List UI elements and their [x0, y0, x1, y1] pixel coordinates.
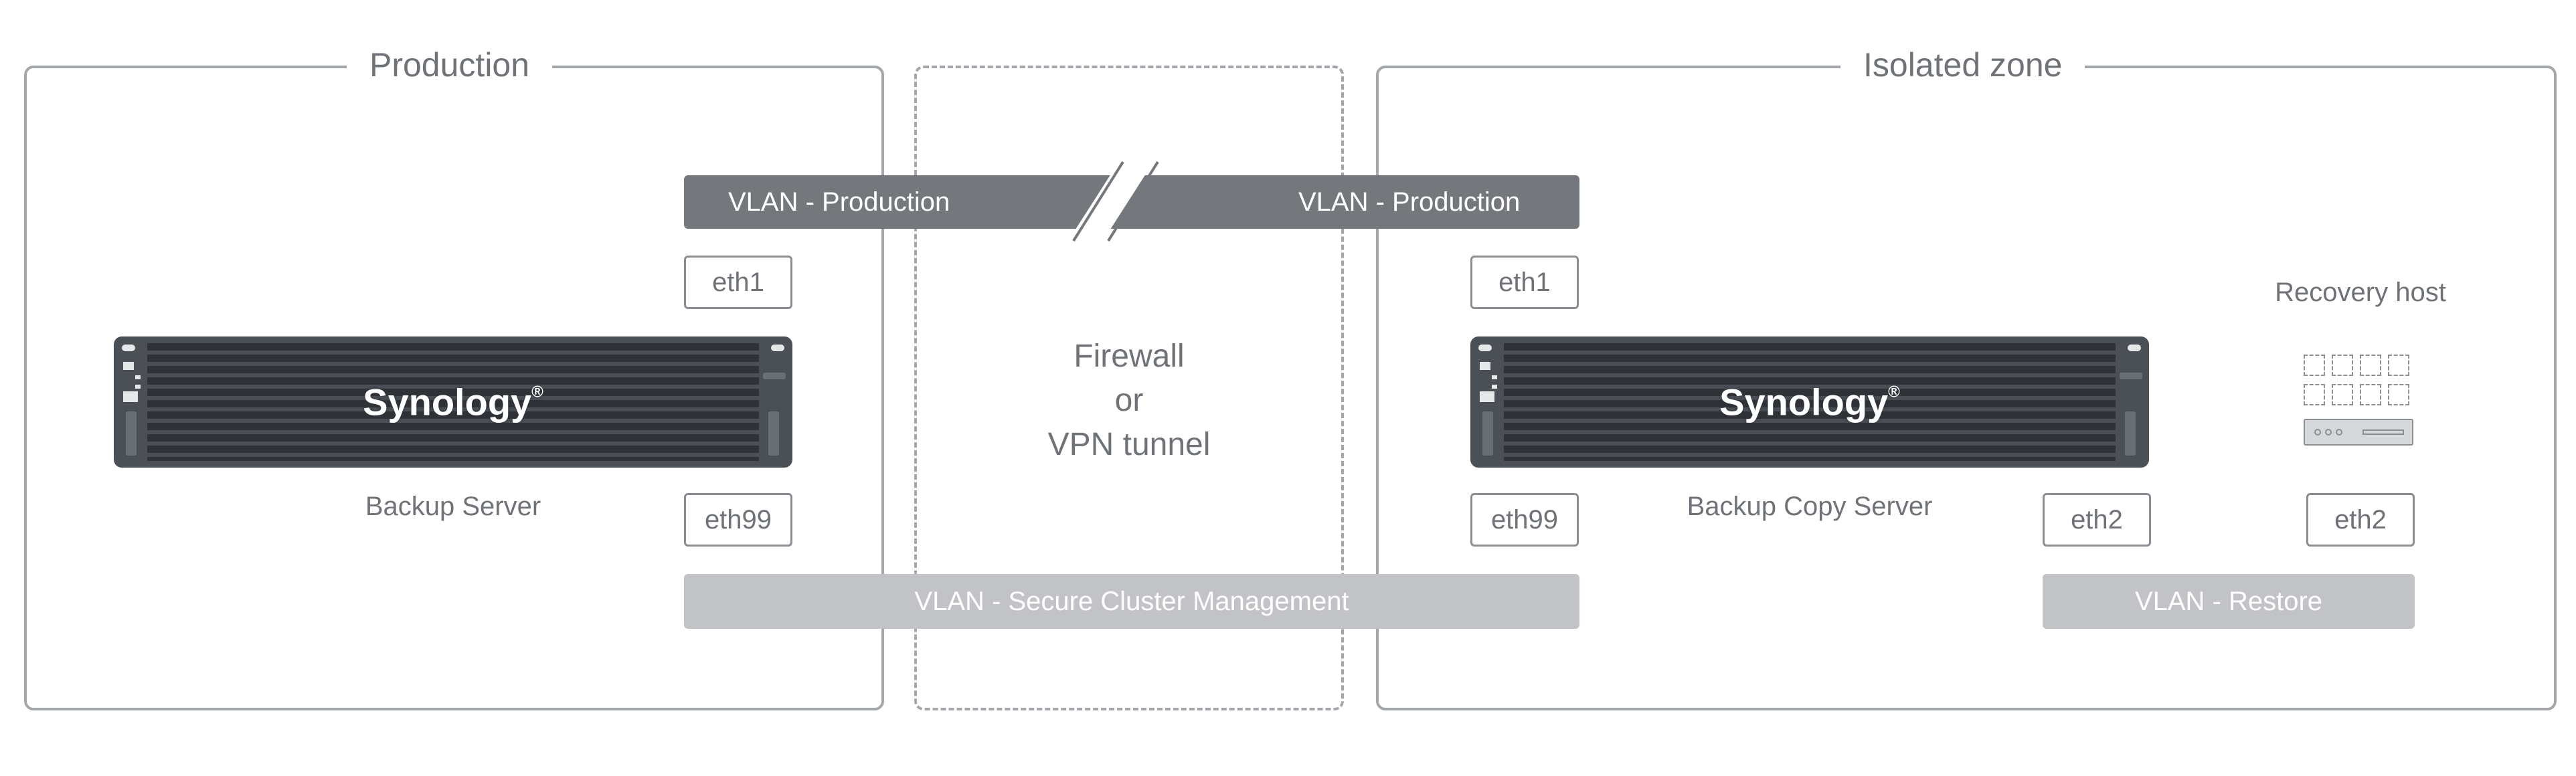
isolated-zone-title: Isolated zone	[1840, 45, 2085, 85]
recovery-host-label: Recovery host	[2275, 278, 2446, 307]
backup-copy-eth2-port: eth2	[2043, 493, 2151, 547]
backup-eth1-port: eth1	[684, 256, 792, 309]
backup-copy-eth1-port: eth1	[1470, 256, 1579, 309]
firewall-zone	[914, 66, 1344, 710]
firewall-label: Firewall or VPN tunnel	[1047, 338, 1211, 462]
link-break-icon	[1068, 155, 1159, 242]
recovery-host-icon	[2304, 355, 2415, 448]
vlan-restore-bar: VLAN - Restore	[2043, 574, 2415, 629]
vlan-cluster-management-bar: VLAN - Secure Cluster Management	[684, 574, 1579, 629]
backup-copy-server: Synology®	[1470, 336, 2149, 468]
recovery-eth2-port: eth2	[2306, 493, 2415, 547]
backup-server-label: Backup Server	[365, 492, 541, 521]
backup-copy-server-label: Backup Copy Server	[1687, 492, 1933, 521]
production-zone-title: Production	[347, 45, 553, 85]
vlan-production-left-label: VLAN - Production	[728, 187, 950, 217]
backup-eth99-port: eth99	[684, 493, 792, 547]
backup-copy-eth99-port: eth99	[1470, 493, 1579, 547]
backup-copy-server-brand: Synology®	[1719, 381, 1900, 423]
backup-server: Synology®	[114, 336, 792, 468]
vlan-production-right-label: VLAN - Production	[1298, 187, 1521, 217]
backup-server-brand: Synology®	[363, 381, 543, 423]
